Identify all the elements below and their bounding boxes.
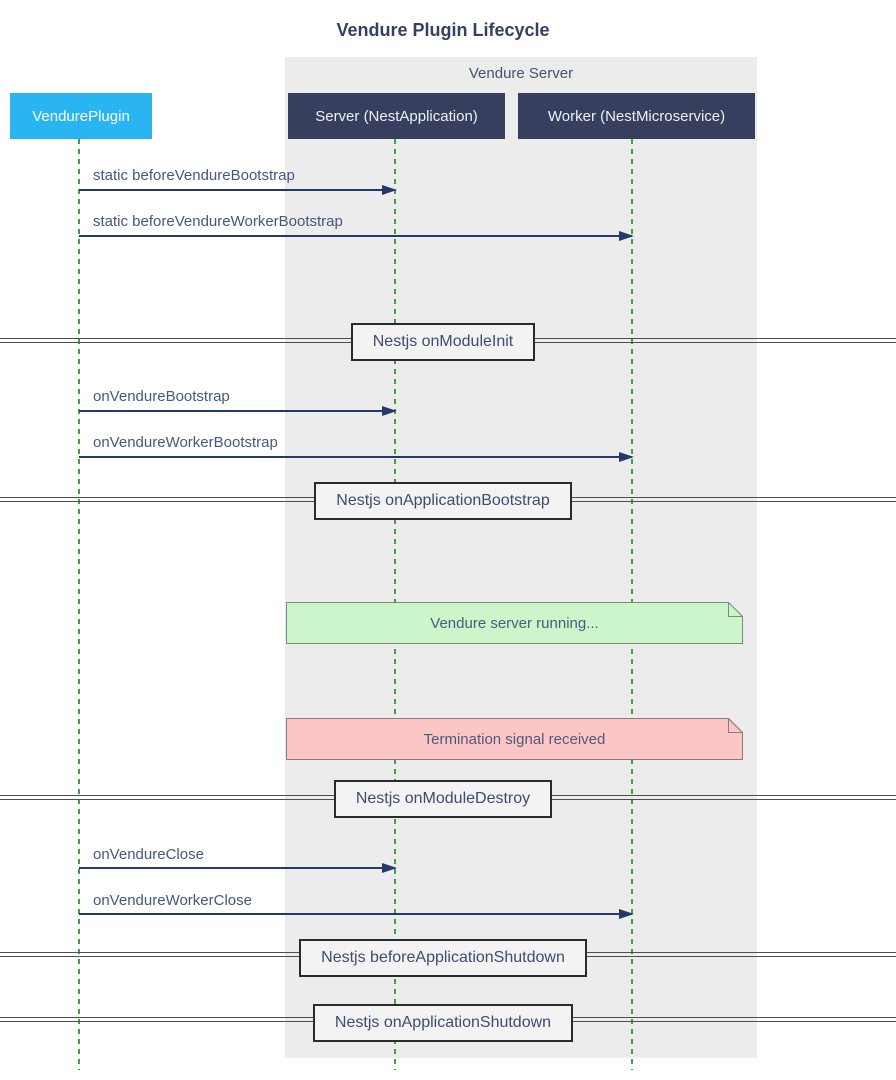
divider-label: Nestjs onModuleInit [350,323,536,361]
divider-label: Nestjs onApplicationShutdown [312,1004,574,1042]
divider-label: Nestjs onModuleDestroy [333,780,553,818]
lifeline-vendure-plugin [78,139,80,1070]
message-label: static beforeVendureWorkerBootstrap [93,213,343,230]
actor-vendure-plugin: VendurePlugin [10,93,152,139]
divider-onModuleInit: Nestjs onModuleInit [0,323,886,361]
diagram-title: Vendure Plugin Lifecycle [336,20,550,40]
arrowhead-icon [382,406,397,416]
arrowhead-icon [619,231,634,241]
message-arrow [79,909,634,919]
arrowhead-icon [619,452,634,462]
message-arrow [79,406,397,416]
divider-onApplicationShutdown: Nestjs onApplicationShutdown [0,1004,886,1042]
note-shape [286,718,743,760]
divider-label: Nestjs onApplicationBootstrap [314,482,572,520]
message-label: onVendureWorkerClose [93,892,252,909]
arrowhead-icon [619,909,634,919]
arrowhead-icon [382,863,397,873]
message-label: onVendureWorkerBootstrap [93,434,278,451]
message-label: onVendureBootstrap [93,388,230,405]
divider-beforeApplicationShutdown: Nestjs beforeApplicationShutdown [0,939,886,977]
actor-server-nestapplication: Server (NestApplication) [288,93,505,139]
message-arrow [79,863,397,873]
divider-onApplicationBootstrap: Nestjs onApplicationBootstrap [0,482,886,520]
message-arrow [79,231,634,241]
vendure-server-group [285,57,757,1058]
note-server-running: Vendure server running... [286,602,743,644]
note-label: Vendure server running... [430,614,599,632]
vendure-server-group-label: Vendure Server [468,65,574,82]
divider-label: Nestjs beforeApplicationShutdown [299,939,587,977]
note-label: Termination signal received [423,730,606,748]
divider-onModuleDestroy: Nestjs onModuleDestroy [0,780,886,818]
message-arrow [79,185,397,195]
message-label: onVendureClose [93,846,204,863]
note-shape [286,602,743,644]
actor-worker-nestmicroservice: Worker (NestMicroservice) [518,93,755,139]
note-termination-signal: Termination signal received [286,718,743,760]
message-label: static beforeVendureBootstrap [93,167,295,184]
arrowhead-icon [382,185,397,195]
message-arrow [79,452,634,462]
